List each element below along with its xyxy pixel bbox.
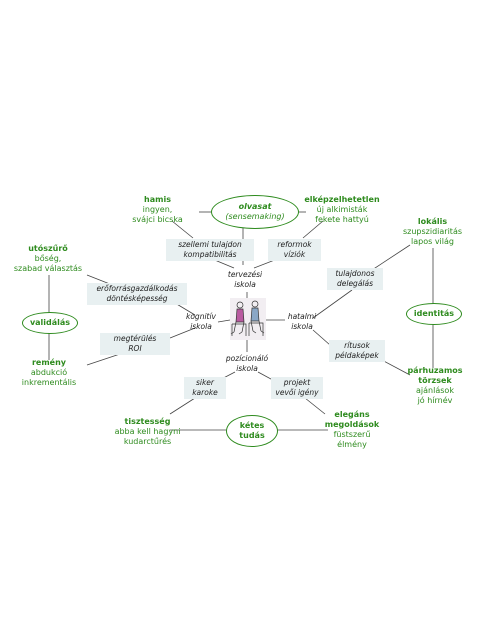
box-eroforras: erőforrásgazdálkodás döntésképesség [87,283,187,305]
box-ritusok-line1: rítusok [344,341,370,350]
box-szellemi-tulajdon: szellemi tulajdon kompatibilitás [166,239,254,261]
node-parhuzamos: párhuzamos törzsek ajánlások jó hírnév [395,366,475,406]
node-remeny: remény abdukció inkrementális [8,358,90,388]
box-projekt: projekt vevői igény [271,377,323,399]
node-utoszuro-head: utószűrő [28,244,68,253]
school-hatalmi-line1: hatalmi [287,312,317,321]
box-tulajdonos-line1: tulajdonos [335,269,375,278]
school-kognitiv: kognitív iskola [180,312,222,332]
node-utoszuro-line2: szabad választás [13,264,83,273]
box-siker-line2: karoke [192,388,218,397]
school-tervezesi-line2: iskola [234,280,256,289]
node-elegans-head2: megoldások [324,420,380,429]
node-lokalis-line2: lapos világ [411,237,454,246]
oval-ketes-tudas: kétes tudás [226,415,278,447]
oval-validalas-label: validálás [29,318,71,327]
node-remeny-line1: abdukció [30,368,68,377]
school-pozicionalo-line1: pozícionáló [225,354,269,363]
oval-identitas-label: identitás [413,309,455,318]
school-hatalmi-line2: iskola [291,322,313,331]
box-eroforras-line1: erőforrásgazdálkodás [96,284,178,293]
node-utoszuro-line1: bőség, [34,254,62,263]
oval-olvasat-subtitle: (sensemaking) [225,212,285,221]
box-ritusok: rítusok példaképek [329,340,385,362]
box-szellemi-line1: szellemi tulajdon [178,240,242,249]
node-lokalis-line1: szupszidiaritás [402,227,463,236]
node-lokalis: lokális szupszidiaritás lapos világ [390,217,475,247]
people-sitting-illustration-icon [230,298,266,340]
oval-olvasat-title: olvasat [238,202,272,211]
school-tervezesi: tervezési iskola [220,270,270,290]
box-megterules-line1: megtérülés [113,334,157,343]
school-kognitiv-line1: kognitív [186,312,216,321]
node-tisztesseg-head: tisztesség [124,417,171,426]
node-hamis-line2: svájci bicska [132,215,183,224]
node-parhuzamos-head2: törzsek [418,376,452,385]
box-ritusok-line2: példaképek [335,351,379,360]
box-megterules: megtérülés ROI [100,333,170,355]
box-siker: siker karoke [184,377,226,399]
school-pozicionalo-line2: iskola [236,364,258,373]
node-remeny-line2: inkrementális [21,378,77,387]
node-elkepzelhetetlen-line1: új alkimisták [316,205,368,214]
node-parhuzamos-line1: ajánlások [416,386,454,395]
oval-validalas: validálás [22,312,78,334]
node-hamis: hamis ingyen, svájci bicska [115,195,200,225]
node-elkepzelhetetlen-head: elképzelhetetlen [304,195,380,204]
school-kognitiv-line2: iskola [190,322,212,331]
box-siker-line1: siker [195,378,215,387]
box-szellemi-line2: kompatibilitás [183,250,237,259]
box-projekt-line1: projekt [283,378,311,387]
oval-identitas: identitás [406,303,462,325]
box-tulajdonos-line2: delegálás [336,279,374,288]
box-tulajdonos: tulajdonos delegálás [327,268,383,290]
node-hamis-head: hamis [144,195,171,204]
node-tisztesseg: tisztesség abba kell hagyni kudarctűrés [105,417,190,447]
node-elkepzelhetetlen: elképzelhetetlen új alkimisták fekete ha… [297,195,387,225]
node-utoszuro: utószűrő bőség, szabad választás [2,244,94,274]
school-tervezesi-line1: tervezési [227,270,263,279]
box-projekt-line2: vevői igény [275,388,319,397]
oval-olvasat: olvasat (sensemaking) [211,195,299,229]
node-tisztesseg-line2: kudarctűrés [123,437,172,446]
school-hatalmi: hatalmi iskola [281,312,323,332]
node-elegans-line2: élmény [337,440,367,449]
node-elegans-line1: füstszerű [333,430,371,439]
box-reformok-line1: reformok [277,240,312,249]
node-tisztesseg-line1: abba kell hagyni [114,427,181,436]
node-elkepzelhetetlen-line2: fekete hattyú [315,215,369,224]
node-lokalis-head: lokális [417,217,448,226]
school-pozicionalo: pozícionáló iskola [218,354,276,374]
node-parhuzamos-head: párhuzamos [407,366,463,375]
node-elegans: elegáns megoldások füstszerű élmény [312,410,392,450]
oval-ketes-line1: kétes [239,421,265,430]
box-megterules-line2: ROI [128,344,142,353]
box-reformok-line2: víziók [283,250,306,259]
oval-ketes-line2: tudás [239,431,265,440]
box-reformok: reformok víziók [268,239,321,261]
box-eroforras-line2: döntésképesség [106,294,168,303]
node-elegans-head: elegáns [334,410,370,419]
node-parhuzamos-line2: jó hírnév [417,396,453,405]
node-remeny-head: remény [31,358,67,367]
node-hamis-line1: ingyen, [142,205,173,214]
